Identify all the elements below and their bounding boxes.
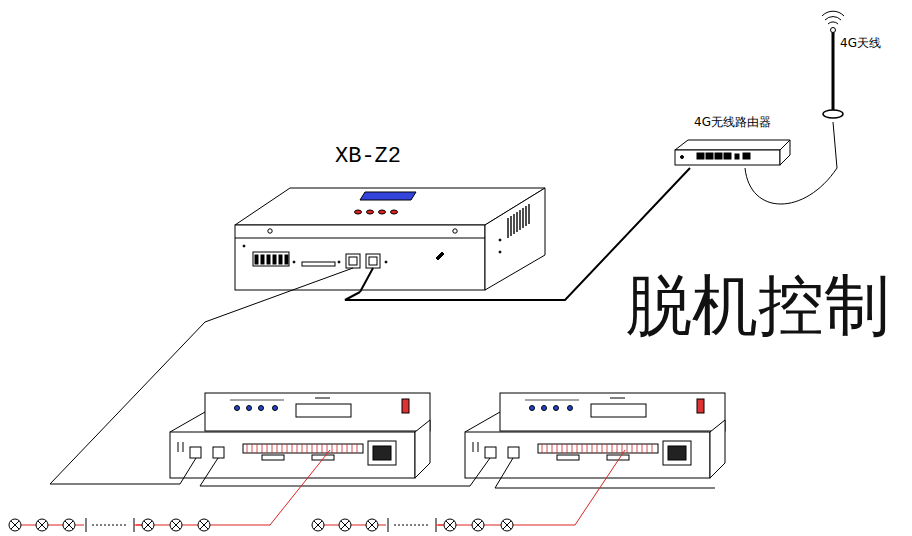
router-node: 4G无线路由器 — [670, 112, 795, 168]
device-label: XB-Z2 — [335, 144, 401, 170]
signal-wire — [9, 450, 625, 525]
sub-controller — [170, 393, 430, 478]
controller-node: XB-Z2 — [232, 140, 548, 292]
router-illustration — [675, 140, 790, 165]
antenna-node: 4G天线 — [822, 4, 892, 122]
device-label: 4G无线路由器 — [694, 115, 771, 129]
device-label: 4G天线 — [840, 36, 881, 50]
main-controller — [235, 188, 545, 290]
cable — [745, 122, 837, 204]
sub-controller — [465, 393, 725, 478]
antenna-illustration — [822, 11, 844, 118]
lamp-chain — [9, 518, 513, 532]
caption-text: 脱机控制 — [626, 270, 890, 343]
